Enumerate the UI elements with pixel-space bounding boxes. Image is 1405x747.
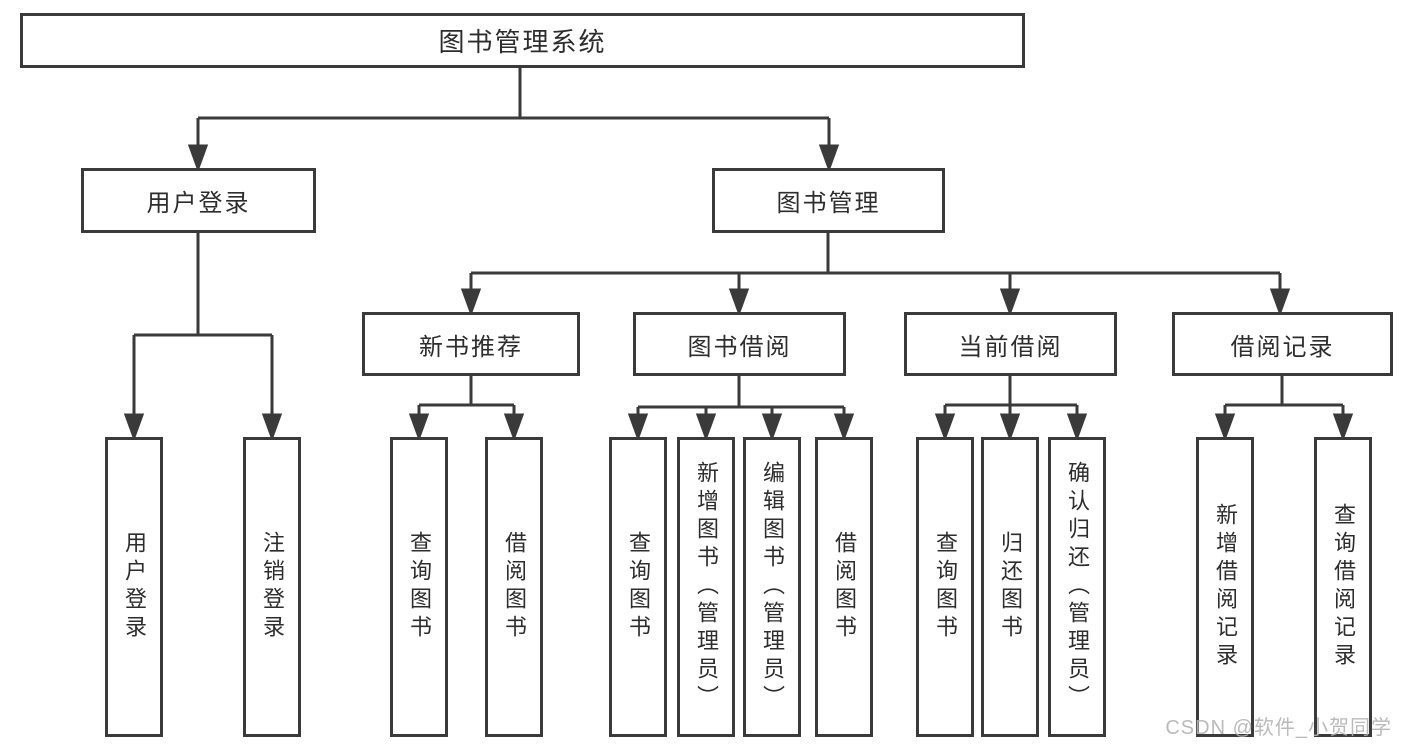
node-book-borrow: 图书借阅	[633, 312, 846, 376]
connector-root-to-level2	[187, 68, 840, 173]
node-current-borrow-label: 当前借阅	[958, 333, 1063, 361]
leaf-borrow-query-books: 查询图书	[609, 437, 667, 737]
leaf-add-borrow-record: 新增借阅记录	[1196, 437, 1254, 737]
leaf-return-books-label: 归还图书	[998, 531, 1023, 643]
leaf-newbook-query-books: 查询图书	[390, 437, 448, 737]
leaf-current-query-books: 查询图书	[916, 437, 974, 737]
leaf-borrow-books-label: 借阅图书	[832, 531, 857, 643]
leaf-add-books-admin: 新增图书（管理员）	[677, 437, 735, 737]
leaf-newbook-borrow-books-label: 借阅图书	[502, 531, 527, 643]
connector-userlogin-to-leaves	[123, 233, 283, 442]
node-new-book-recommend: 新书推荐	[362, 312, 580, 376]
leaf-user-login-label: 用户登录	[122, 531, 147, 643]
leaf-newbook-query-books-label: 查询图书	[407, 531, 432, 643]
node-borrow-records: 借阅记录	[1172, 312, 1393, 376]
leaf-borrow-query-books-label: 查询图书	[626, 531, 651, 643]
leaf-logout-label: 注销登录	[260, 531, 285, 643]
node-book-borrow-label: 图书借阅	[687, 333, 792, 361]
node-new-book-recommend-label: 新书推荐	[419, 333, 523, 361]
connector-bookmgmt-to-level3	[460, 233, 1291, 317]
leaf-confirm-return-admin: 确认归还（管理员）	[1048, 437, 1106, 737]
leaf-logout: 注销登录	[243, 437, 301, 737]
leaf-query-borrow-record: 查询借阅记录	[1314, 437, 1372, 737]
leaf-newbook-borrow-books: 借阅图书	[485, 437, 543, 737]
leaf-add-books-admin-label: 新增图书（管理员）	[694, 461, 719, 713]
connector-bookborrow-to-leaves	[627, 376, 855, 442]
node-system-root-label: 图书管理系统	[438, 27, 607, 57]
node-current-borrow: 当前借阅	[904, 312, 1117, 376]
node-system-root: 图书管理系统	[20, 13, 1025, 68]
leaf-add-borrow-record-label: 新增借阅记录	[1213, 503, 1238, 671]
leaf-confirm-return-admin-label: 确认归还（管理员）	[1065, 461, 1090, 713]
leaf-user-login: 用户登录	[105, 437, 163, 737]
leaf-edit-books-admin-label: 编辑图书（管理员）	[760, 461, 785, 713]
csdn-watermark: CSDN @软件_小贺同学	[1165, 717, 1392, 739]
node-user-login-label: 用户登录	[146, 190, 251, 217]
leaf-return-books: 归还图书	[981, 437, 1039, 737]
node-book-management-label: 图书管理	[776, 190, 881, 217]
leaf-current-query-books-label: 查询图书	[933, 531, 958, 643]
leaf-borrow-books: 借阅图书	[815, 437, 873, 737]
leaf-edit-books-admin: 编辑图书（管理员）	[743, 437, 801, 737]
node-borrow-records-label: 借阅记录	[1230, 333, 1335, 361]
connector-currentborrow-to-leaves	[934, 376, 1088, 442]
node-book-management: 图书管理	[712, 168, 945, 233]
connector-newbook-to-leaves	[408, 376, 525, 442]
leaf-query-borrow-record-label: 查询借阅记录	[1331, 503, 1356, 671]
node-user-login: 用户登录	[81, 168, 316, 233]
connector-borrowrecords-to-leaves	[1214, 376, 1354, 442]
